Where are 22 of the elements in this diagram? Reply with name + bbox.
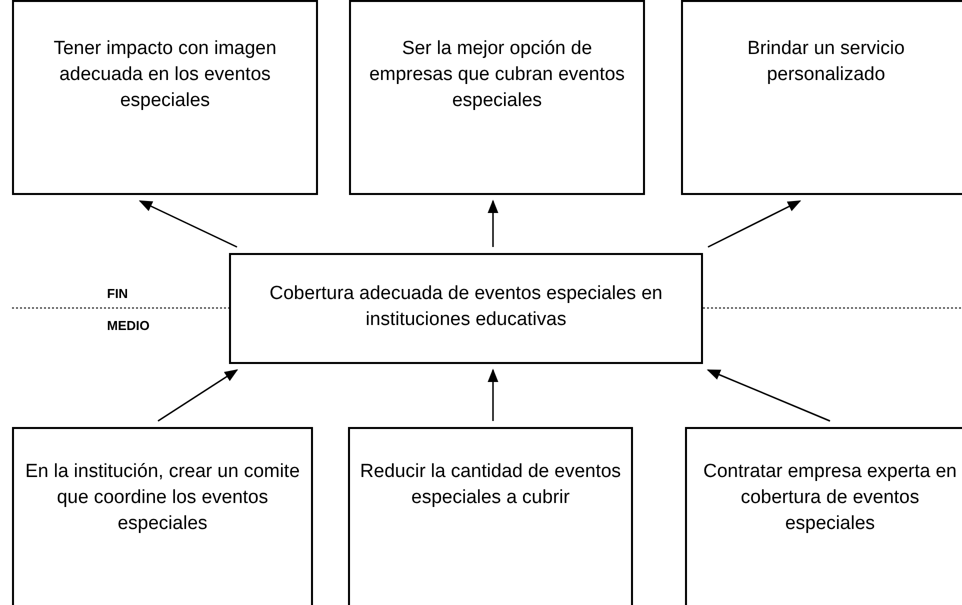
arrow [706, 369, 830, 422]
section-label: FIN [107, 285, 128, 303]
process-box [685, 427, 962, 605]
process-box [229, 253, 703, 364]
section-label: MEDIO [107, 317, 150, 335]
box-text: Tener impacto con imagen adecuada en los eventos especiales [52, 37, 278, 113]
box-text: En la institución, crear un comite que coordine los eventos especiales [24, 460, 301, 536]
box-text: Reducir la cantidad de eventos especiales a cubrir [359, 460, 622, 510]
process-box [349, 0, 645, 195]
process-box [348, 427, 633, 605]
box-text: Brindar un servicio personalizado [746, 37, 906, 87]
arrow [708, 200, 802, 248]
arrow [488, 368, 498, 421]
arrow [158, 369, 238, 422]
process-box [12, 0, 318, 195]
box-text: Ser la mejor opción de empresas que cubran eventos especiales [368, 37, 626, 113]
box-text: Cobertura adecuada de eventos especiales en instituciones educativas [268, 282, 664, 332]
process-box [681, 0, 962, 195]
process-box [12, 427, 313, 605]
box-text: Contratar empresa experta en cobertura de eventos especiales [702, 460, 958, 536]
arrow [138, 200, 238, 248]
arrow [488, 200, 498, 247]
